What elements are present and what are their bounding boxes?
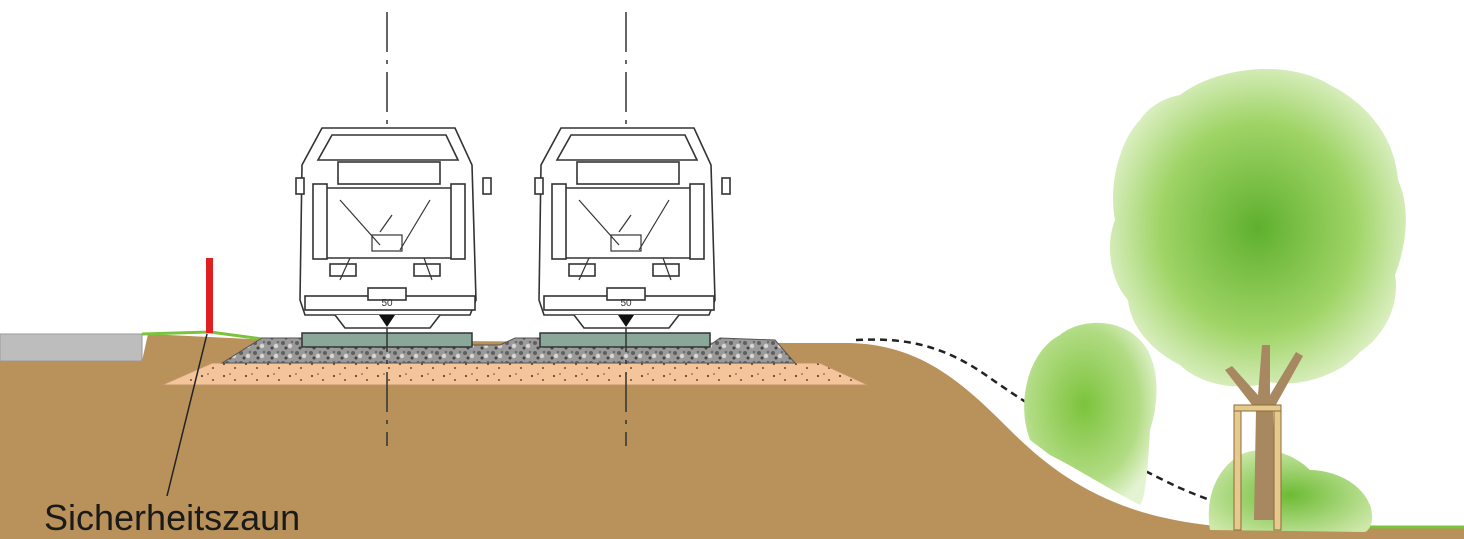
tram-left: 50 bbox=[295, 127, 492, 329]
bush-right bbox=[1208, 450, 1373, 532]
fence-label: Sicherheitszaun bbox=[44, 497, 301, 538]
tram-right-number: 50 bbox=[620, 298, 632, 309]
sleeper-right bbox=[539, 332, 711, 348]
tree-stake-left bbox=[1233, 404, 1242, 531]
tree-trunk bbox=[1225, 345, 1303, 520]
tree-stake-crossbar bbox=[1233, 404, 1282, 412]
bush-left bbox=[1024, 322, 1157, 505]
tree-canopy bbox=[1109, 68, 1406, 387]
tram-left-number: 50 bbox=[381, 298, 393, 309]
tree-stake-right bbox=[1273, 404, 1282, 531]
label-leader-line bbox=[166, 333, 208, 497]
sand-subbase bbox=[161, 362, 869, 386]
tram-right: 50 bbox=[534, 127, 731, 329]
safety-fence-post bbox=[206, 258, 213, 333]
road-surface bbox=[0, 333, 143, 362]
